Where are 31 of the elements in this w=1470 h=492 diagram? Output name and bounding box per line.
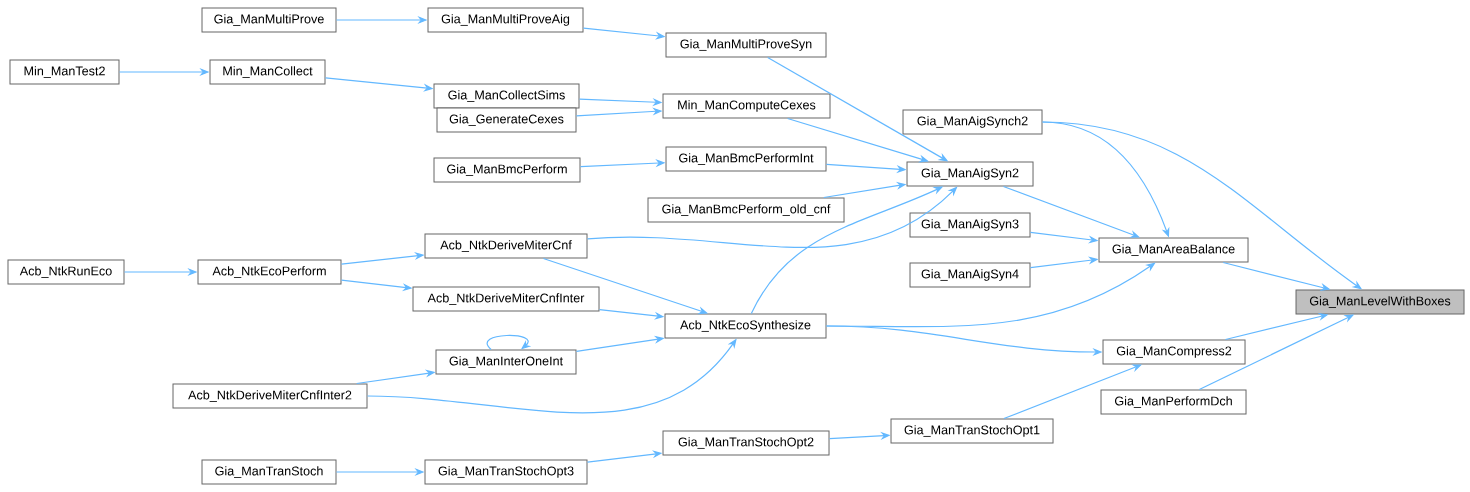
function-box: Acb_NtkDeriveMiterCnfInter [412, 286, 600, 312]
function-box: Gia_ManAigSyn4 [909, 262, 1031, 288]
function-box: Gia_ManCompress2 [1102, 339, 1246, 365]
function-box: Gia_ManTranStochOpt1 [890, 418, 1054, 444]
function-box: Acb_NtkEcoPerform [197, 259, 342, 285]
function-box: Min_ManCollect [209, 59, 326, 85]
function-box: Gia_ManBmcPerform_old_cnf [647, 197, 845, 223]
function-box: Gia_ManLevelWithBoxes [1295, 289, 1465, 315]
function-box: Gia_ManTranStochOpt2 [662, 430, 830, 456]
function-box: Gia_ManAreaBalance [1098, 237, 1249, 263]
function-box: Gia_GenerateCexes [436, 107, 577, 133]
function-box: Acb_NtkDeriveMiterCnf [424, 233, 588, 259]
function-box: Min_ManTest2 [9, 59, 120, 85]
function-box: Gia_ManAigSyn3 [909, 212, 1031, 238]
function-box: Gia_ManMultiProve [201, 7, 337, 33]
function-box: Gia_ManMultiProveSyn [665, 32, 827, 58]
function-box: Gia_ManAigSyn2 [906, 161, 1034, 187]
function-box: Gia_ManMultiProveAig [427, 7, 584, 33]
function-box: Gia_ManBmcPerform [433, 157, 581, 183]
function-box: Gia_ManBmcPerformInt [665, 146, 827, 172]
function-box: Gia_ManPerformDch [1100, 389, 1247, 415]
function-box: Acb_NtkEcoSynthesize [664, 313, 827, 339]
function-box: Gia_ManAigSynch2 [902, 109, 1043, 135]
arrow [486, 334, 532, 351]
function-box: Acb_NtkRunEco [7, 259, 125, 285]
function-box: Acb_NtkDeriveMiterCnfInter2 [172, 383, 368, 409]
function-box: Gia_ManInterOneInt [435, 349, 577, 375]
function-box: Gia_ManTranStoch [201, 459, 337, 485]
function-box: Min_ManComputeCexes [662, 93, 831, 119]
function-box: Gia_ManTranStochOpt3 [424, 459, 588, 485]
function-box: Gia_ManCollectSims [433, 83, 580, 109]
